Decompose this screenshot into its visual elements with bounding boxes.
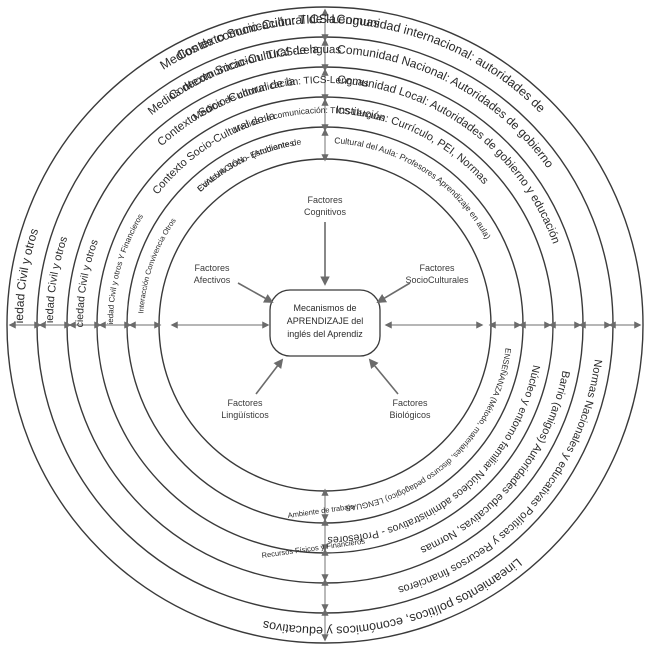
r5-left-text: Interacción Convivencia Otros [136,216,178,314]
factor-socioculturales-line1: Factores [419,263,455,273]
factor-arrows [237,222,411,395]
r1-left-text: Sociedad Civil y otros [0,0,41,323]
factor-afectivos-line2: Afectivos [194,275,231,285]
factor-cognitivos-line1: Factores [307,195,343,205]
r1-right-text: Lineamientos políticos, económicos y edu… [262,555,525,638]
ambiente-trabajo-label: Ambiente de trabajo [287,502,355,520]
factor-cognitivos-line2: Cognitivos [304,207,347,217]
factor-linguisticos-line2: Lingüísticos [221,410,269,420]
axis-arrows [8,8,642,642]
ring-outer-1 [6,6,644,644]
factor-biologicos-line1: Factores [392,398,428,408]
factors: Factores Cognitivos Factores Afectivos F… [194,195,469,420]
recursos-label: Recursos Físicos y Financieros [261,537,366,560]
r4-right-text: Núcleo y entorno familiar Núcleos admini… [327,364,542,546]
r5-right-text: ENSEÑANZA (Método, materiales, discurso … [345,347,513,512]
center-line-1: Mecanismos de [293,303,356,313]
center-box: Mecanismos de APRENDIZAJE del inglés del… [269,289,381,357]
center-line-3: inglés del Aprendiz [287,329,363,339]
center-line-2: APRENDIZAJE del [287,316,364,326]
factor-biologicos-line2: Biológicos [389,410,431,420]
r5-top-right-text: Cultural del Aula: Profesores Aprendizaj… [334,135,493,241]
factor-afectivos-line1: Factores [194,263,230,273]
factor-socioculturales-line2: SocioCulturales [405,275,469,285]
factor-linguisticos-line1: Factores [227,398,263,408]
